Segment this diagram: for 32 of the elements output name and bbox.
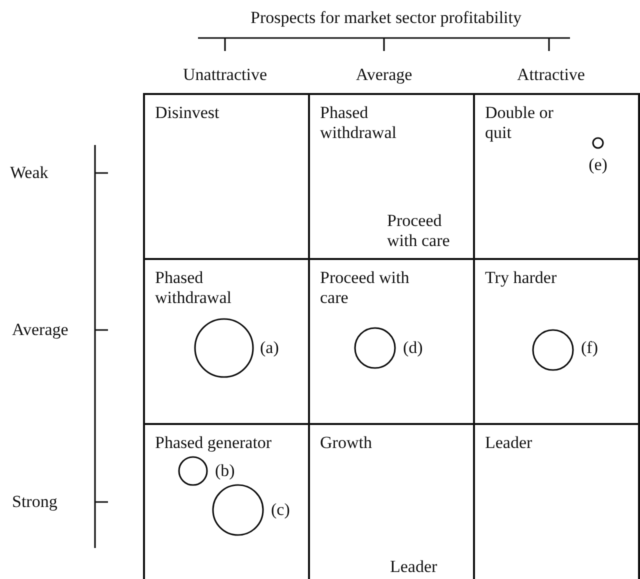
business-circle xyxy=(532,329,574,371)
business-circle xyxy=(592,137,604,149)
business-circle xyxy=(354,327,396,369)
callout-letter: (a) xyxy=(260,338,279,358)
matrix-cell xyxy=(143,93,310,260)
column-heading: Attractive xyxy=(517,65,585,85)
column-heading: Average xyxy=(356,65,412,85)
cell-title: Phased withdrawal xyxy=(155,268,232,308)
cell-title: Double or quit xyxy=(485,103,554,143)
cell-title: Leader xyxy=(485,433,534,453)
cell-note: Leader xyxy=(390,557,438,577)
row-heading: Weak xyxy=(10,163,48,183)
callout-letter: (d) xyxy=(403,338,423,358)
callout-letter: (f) xyxy=(581,338,598,358)
cell-title: Growth xyxy=(320,433,373,453)
matrix-cell xyxy=(473,93,640,260)
axis-title: Prospects for market sector profitability xyxy=(250,8,522,28)
cell-title: Disinvest xyxy=(155,103,220,123)
cell-title: Phased generator xyxy=(155,433,273,453)
cell-title: Phased withdrawal xyxy=(320,103,398,143)
column-heading: Unattractive xyxy=(183,65,267,85)
row-heading: Average xyxy=(12,320,68,340)
cell-title: Try harder xyxy=(485,268,558,288)
business-circle xyxy=(212,484,264,536)
cell-title: Proceed with care xyxy=(320,268,410,308)
cell-note: Proceed with care xyxy=(387,211,451,251)
business-circle xyxy=(194,318,254,378)
callout-letter: (e) xyxy=(588,155,608,175)
callout-letter: (c) xyxy=(271,500,290,520)
callout-letter: (b) xyxy=(215,461,235,481)
business-circle xyxy=(178,456,208,486)
row-heading: Strong xyxy=(12,492,58,512)
